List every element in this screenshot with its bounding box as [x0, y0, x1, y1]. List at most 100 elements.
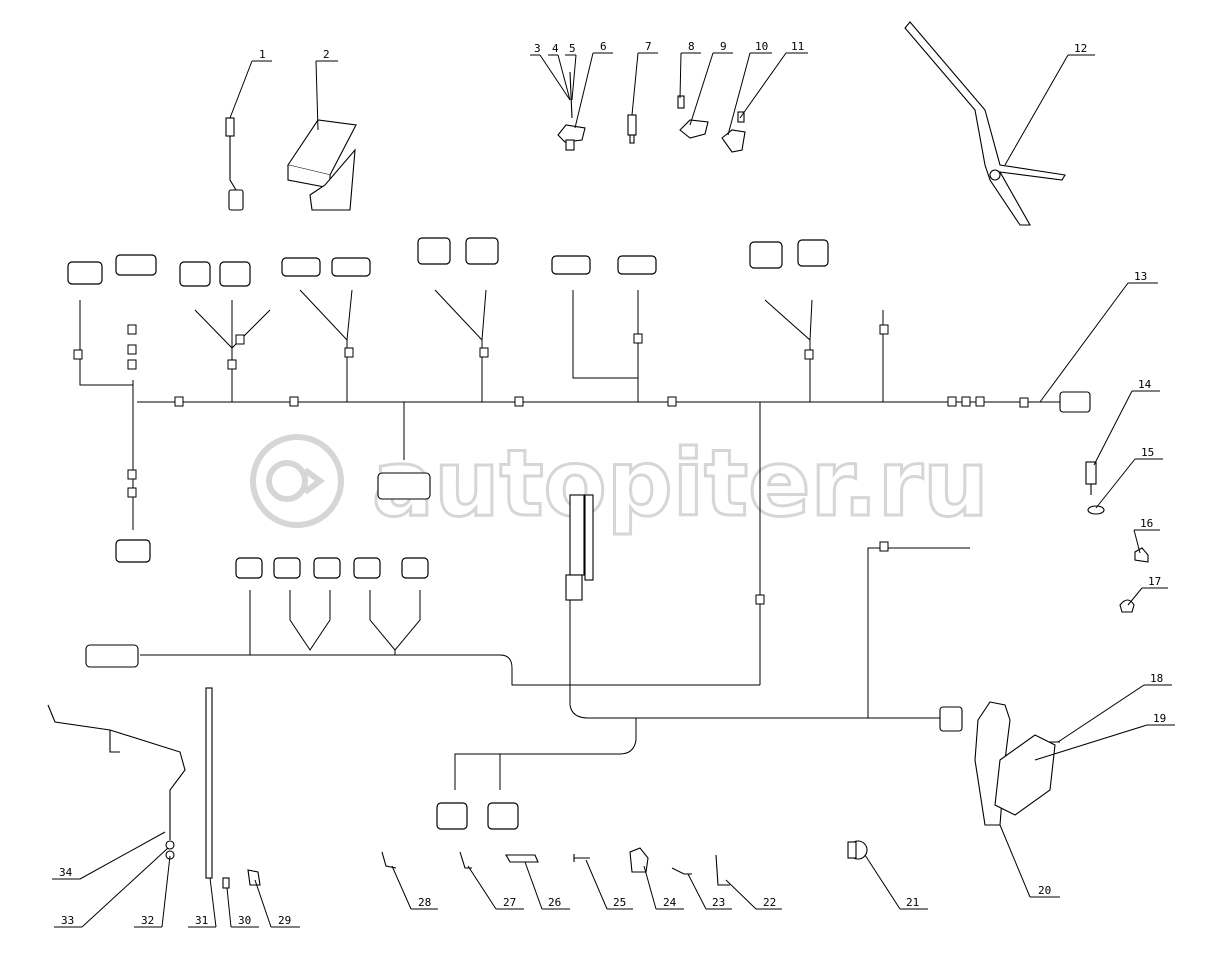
callout-number-20: 20 — [1038, 884, 1051, 897]
harness-clip — [127, 487, 137, 498]
main-harness-trunk — [79, 289, 1060, 790]
leader-line — [1093, 390, 1133, 466]
connector-housing — [797, 239, 829, 267]
connector-housing — [417, 237, 451, 265]
leader-line — [643, 865, 657, 910]
callout-number-21: 21 — [906, 896, 919, 909]
leader-line — [81, 847, 169, 928]
harness-clip — [879, 324, 889, 335]
harness-clip — [804, 349, 814, 360]
harness-clip — [127, 359, 137, 370]
part-34-pipe — [47, 704, 186, 860]
harness-clip — [975, 396, 985, 407]
callout-number-19: 19 — [1153, 712, 1166, 725]
part-10-sensor — [721, 111, 746, 153]
part-24-block — [629, 847, 649, 873]
callout-number-13: 13 — [1134, 270, 1147, 283]
callout-number-31: 31 — [195, 914, 208, 927]
leader-line — [725, 879, 757, 910]
leader-line — [254, 879, 272, 928]
callout-number-9: 9 — [720, 40, 727, 53]
connector-housing — [436, 802, 468, 830]
callout-number-6: 6 — [600, 40, 607, 53]
connector-housing — [487, 802, 519, 830]
callout-number-32: 32 — [141, 914, 154, 927]
leader-line — [585, 859, 608, 910]
part-15-oring — [1087, 505, 1105, 515]
callout-number-7: 7 — [645, 40, 652, 53]
callout-number-10: 10 — [755, 40, 768, 53]
part-16-bracket — [1134, 547, 1149, 563]
harness-clip — [755, 594, 765, 605]
harness-clip — [879, 541, 889, 552]
part-19-ecu — [974, 701, 1056, 826]
callout-number-24: 24 — [663, 896, 677, 909]
leader-line — [226, 887, 232, 928]
callout-number-1: 1 — [259, 48, 266, 61]
harness-clips — [73, 324, 1029, 605]
leader-line — [79, 831, 166, 880]
part-9-sensor — [677, 95, 709, 139]
connector-housing — [115, 254, 157, 276]
center-connector — [377, 472, 431, 500]
leader-line — [739, 52, 787, 119]
harness-clip — [127, 324, 137, 335]
leader-line — [679, 52, 682, 99]
harness-clip — [235, 334, 245, 345]
part-27-clip — [459, 851, 472, 869]
callout-number-14: 14 — [1138, 378, 1152, 391]
callout-number-26: 26 — [548, 896, 561, 909]
callout-number-17: 17 — [1148, 575, 1161, 588]
connector-housing — [273, 557, 301, 579]
callout-number-12: 12 — [1074, 42, 1087, 55]
callout-number-23: 23 — [712, 896, 725, 909]
leader-line — [1004, 54, 1069, 166]
leader-line — [1133, 529, 1141, 554]
leader-line — [229, 60, 253, 119]
harness-clip — [73, 349, 83, 360]
callout-number-15: 15 — [1141, 446, 1154, 459]
ecu-plug — [939, 706, 963, 732]
leader-line — [571, 54, 577, 101]
connector-housing — [331, 257, 371, 277]
leader-line — [864, 854, 901, 910]
callout-number-5: 5 — [569, 42, 576, 55]
harness-clip — [289, 396, 299, 407]
callout-number-25: 25 — [613, 896, 626, 909]
leader-line — [727, 52, 751, 136]
leader-line — [467, 865, 497, 910]
connector-housing — [281, 257, 321, 277]
connector-housing — [115, 539, 151, 563]
callout-number-27: 27 — [503, 896, 516, 909]
connector-housing — [749, 241, 783, 269]
callout-number-34: 34 — [59, 866, 73, 879]
callout-number-30: 30 — [238, 914, 251, 927]
callout-number-8: 8 — [688, 40, 695, 53]
connector-housing — [219, 261, 251, 287]
harness-clip — [1019, 397, 1029, 408]
harness-clip — [633, 333, 643, 344]
harness-clip — [479, 347, 489, 358]
callout-number-33: 33 — [61, 914, 74, 927]
leader-line — [524, 861, 543, 910]
leader-line — [315, 60, 319, 131]
leader-line — [574, 52, 594, 129]
leader-line — [1039, 282, 1129, 403]
leader-lines — [52, 52, 1175, 928]
leader-line — [1057, 684, 1145, 743]
part-12-bracket — [904, 21, 1066, 226]
connector-housing — [551, 255, 591, 275]
part-7-sensor — [627, 114, 637, 144]
part-2-pedal — [287, 119, 357, 211]
leader-line — [161, 855, 171, 928]
connectors — [67, 237, 829, 830]
part-14-sensor — [1085, 461, 1097, 495]
right-end-connector — [1059, 391, 1091, 413]
connector-housing — [179, 261, 211, 287]
callout-number-18: 18 — [1150, 672, 1163, 685]
callout-number-2: 2 — [323, 48, 330, 61]
callout-number-4: 4 — [552, 42, 559, 55]
leader-line — [689, 52, 714, 126]
